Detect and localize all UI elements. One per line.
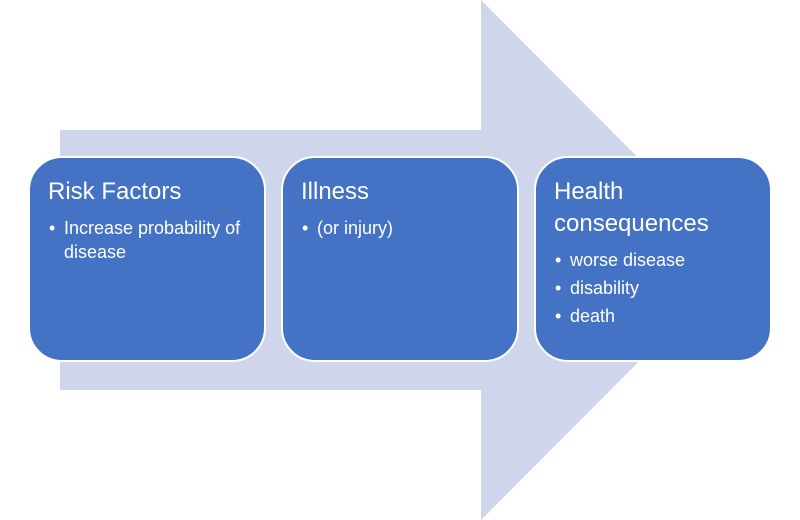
step-title: Illness bbox=[301, 178, 370, 205]
step-title: Health consequences bbox=[554, 178, 709, 237]
step-bullet-list: Increase probability of disease bbox=[48, 216, 248, 264]
bullet-item: disability bbox=[554, 276, 754, 300]
step-title: Risk Factors bbox=[48, 178, 182, 205]
bullet-item: Increase probability of disease bbox=[48, 216, 248, 264]
step-bullet-list: (or injury) bbox=[301, 216, 501, 240]
step-health-consequences: Health consequences worse disease disabi… bbox=[534, 156, 772, 362]
step-risk-factors: Risk Factors Increase probability of dis… bbox=[28, 156, 266, 362]
bullet-item: worse disease bbox=[554, 248, 754, 272]
step-illness: Illness (or injury) bbox=[281, 156, 519, 362]
bullet-item: death bbox=[554, 304, 754, 328]
step-bullet-list: worse disease disability death bbox=[554, 248, 754, 328]
bullet-item: (or injury) bbox=[301, 216, 501, 240]
